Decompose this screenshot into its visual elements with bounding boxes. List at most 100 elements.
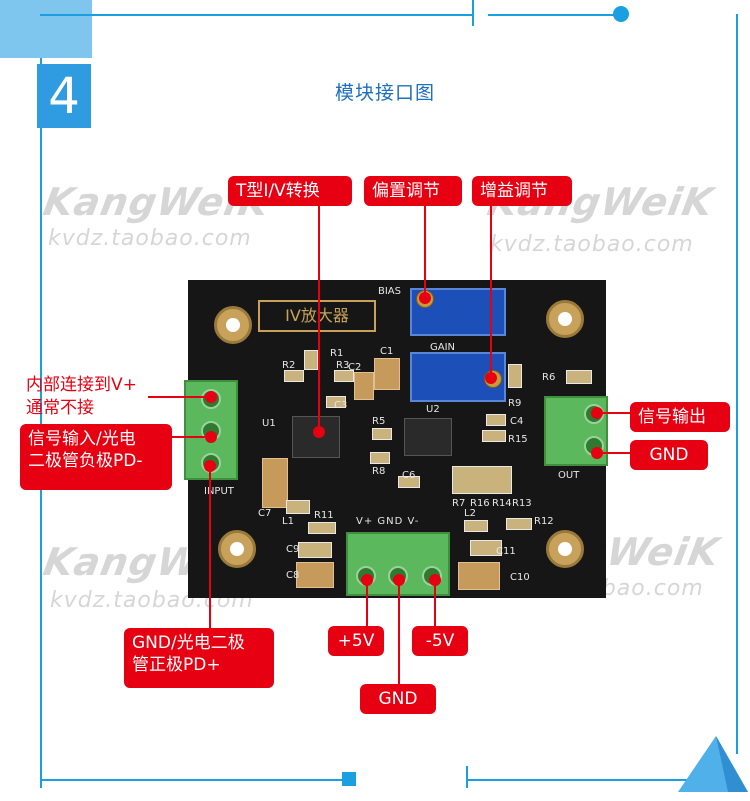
pin-bias (419, 292, 431, 304)
capacitor-c8 (296, 562, 334, 588)
bottom-frame-tick (466, 766, 468, 788)
silk-r16: R16 (470, 498, 490, 509)
silk-u1: U1 (262, 418, 276, 429)
capacitor-c7 (262, 458, 288, 508)
silk-c8: C8 (286, 570, 300, 581)
resistor-r11 (308, 522, 336, 534)
leader-t-iv (318, 202, 320, 432)
watermark-url: kvdz.taobao.com (48, 226, 252, 251)
pin-minus5v (429, 574, 441, 586)
label-gnd-pd-line2: 管正极PD+ (132, 655, 221, 675)
silk-r14: R14 (492, 498, 512, 509)
silk-r9: R9 (508, 398, 522, 409)
label-signal-input: 信号输入/光电 二极管负极PD- (20, 424, 172, 490)
pin-gnd-out (591, 447, 603, 459)
leader-signal-out (596, 412, 630, 414)
silk-gain: GAIN (430, 342, 456, 353)
resistor-r9 (508, 364, 522, 388)
silk-power: V+ GND V- (356, 516, 420, 527)
resistor-r1 (304, 350, 318, 370)
bottom-frame-line (40, 779, 350, 781)
inductor-l1 (286, 500, 310, 514)
capacitor-c6 (398, 476, 420, 488)
mount-hole (546, 530, 584, 568)
resistor-r3 (334, 370, 354, 382)
silk-r8: R8 (372, 466, 386, 477)
leader-internal (148, 396, 210, 398)
leader-gain (490, 202, 492, 376)
silk-input: INPUT (204, 486, 234, 497)
capacitor-c1 (374, 358, 400, 390)
page-title: 模块接口图 (334, 82, 435, 104)
leader-plus5v (366, 580, 368, 626)
label-internal-line2: 通常不接 (26, 398, 94, 418)
capacitor-c3 (326, 396, 346, 408)
leader-gnd-pd (209, 466, 211, 630)
mount-hole (546, 300, 584, 338)
label-internal-line1: 内部连接到V+ (26, 375, 137, 395)
leader-minus5v (434, 580, 436, 626)
resistor-array (452, 466, 512, 494)
label-minus-5v: -5V (412, 626, 468, 656)
silk-c9: C9 (286, 544, 300, 555)
silk-out: OUT (558, 470, 580, 481)
silk-c11: C11 (496, 546, 516, 557)
capacitor-c11 (470, 540, 502, 556)
pin-signal-in (205, 431, 217, 443)
pin-signal-out (591, 407, 603, 419)
silk-r12: R12 (534, 516, 554, 527)
corner-triangle-icon (678, 736, 748, 792)
silk-u2: U2 (426, 404, 440, 415)
label-gnd-pd-line1: GND/光电二极 (132, 633, 245, 653)
label-gnd-power: GND (360, 684, 436, 714)
silk-r3: R3 (336, 360, 350, 371)
resistor-r6 (566, 370, 592, 384)
label-signal-input-line1: 信号输入/光电 (28, 429, 136, 449)
bottom-square-marker (342, 772, 356, 786)
resistor-r12 (506, 518, 532, 530)
board-product-name: IV放大器 (258, 300, 376, 332)
capacitor-c10 (458, 562, 500, 590)
resistor-r15 (482, 430, 506, 442)
leader-signal-in (172, 436, 210, 438)
top-right-frame-line (488, 14, 614, 16)
silk-bias: BIAS (378, 286, 401, 297)
corner-dot (613, 6, 629, 22)
top-frame-line (40, 14, 472, 16)
silk-c4: C4 (510, 416, 524, 427)
silk-r2: R2 (282, 360, 296, 371)
pin-gain (485, 372, 497, 384)
silk-c1: C1 (380, 346, 394, 357)
step-number-badge: 4 (37, 64, 91, 128)
silk-c7: C7 (258, 508, 272, 519)
silk-r13: R13 (512, 498, 532, 509)
step-badge-shadow (0, 0, 92, 58)
label-plus-5v: +5V (328, 626, 384, 656)
pin-gnd-pd (204, 460, 216, 472)
silk-c3: C3 (334, 400, 348, 411)
silk-r11: R11 (314, 510, 334, 521)
silk-r5: R5 (372, 416, 386, 427)
capacitor-c9 (298, 542, 332, 558)
label-signal-output: 信号输出 (630, 402, 730, 432)
pin-gnd-power (393, 574, 405, 586)
silk-r6: R6 (542, 372, 556, 383)
silk-r1: R1 (330, 348, 344, 359)
left-frame-line (40, 58, 42, 788)
pin-t-iv (313, 426, 325, 438)
resistor-r2 (284, 370, 304, 382)
mount-hole (214, 306, 252, 344)
bottom-right-frame-line (466, 779, 696, 781)
capacitor-c2 (354, 372, 374, 400)
silk-c6: C6 (402, 470, 416, 481)
leader-gnd-power (398, 580, 400, 684)
right-frame-line (736, 14, 738, 754)
label-t-iv-conversion: T型I/V转换 (228, 176, 352, 206)
leader-gnd-out (596, 452, 630, 454)
label-signal-input-line2: 二极管负极PD- (28, 451, 143, 471)
silk-r7: R7 (452, 498, 466, 509)
label-bias-adjust: 偏置调节 (364, 176, 462, 206)
mount-hole (218, 530, 256, 568)
top-frame-tick (472, 0, 474, 26)
